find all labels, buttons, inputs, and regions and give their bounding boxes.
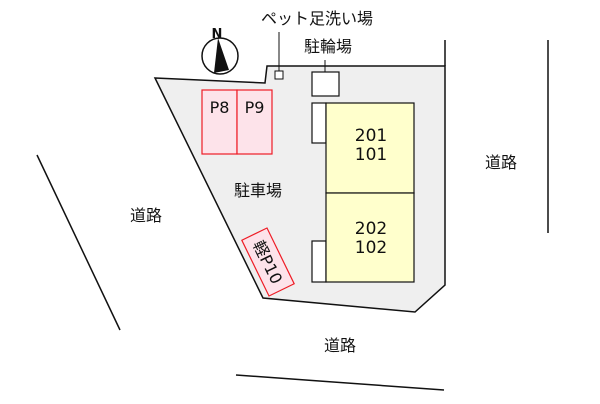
unit-block-202-102 <box>325 192 415 283</box>
bicycle-parking <box>311 71 340 97</box>
north-label: N <box>212 27 223 42</box>
parking-lot-label: 駐車場 <box>234 181 282 200</box>
road-edge-left <box>36 154 121 331</box>
road-label-right: 道路 <box>485 153 517 172</box>
road-label-left: 道路 <box>130 206 162 225</box>
bicycle-label: 駐輪場 <box>304 37 352 56</box>
parking-space-p8 <box>201 89 238 155</box>
parking-space-p9 <box>236 89 273 155</box>
entrance-tab <box>311 102 327 144</box>
unit-number: 101 <box>355 145 387 165</box>
north-compass-icon: N <box>201 27 239 75</box>
pet-wash-label: ペット足洗い場 <box>261 9 373 28</box>
parking-label: P8 <box>210 98 230 117</box>
road-label-bottom: 道路 <box>324 336 356 355</box>
unit-number: 201 <box>355 126 387 146</box>
unit-number: 202 <box>355 219 387 239</box>
parking-label: P9 <box>245 98 265 117</box>
road-edge-bottom <box>235 374 445 391</box>
parking-space-p10: 軽P10 <box>241 227 295 297</box>
unit-number: 102 <box>355 238 387 258</box>
pet-wash-area <box>274 70 284 80</box>
entrance-tab <box>311 240 327 283</box>
